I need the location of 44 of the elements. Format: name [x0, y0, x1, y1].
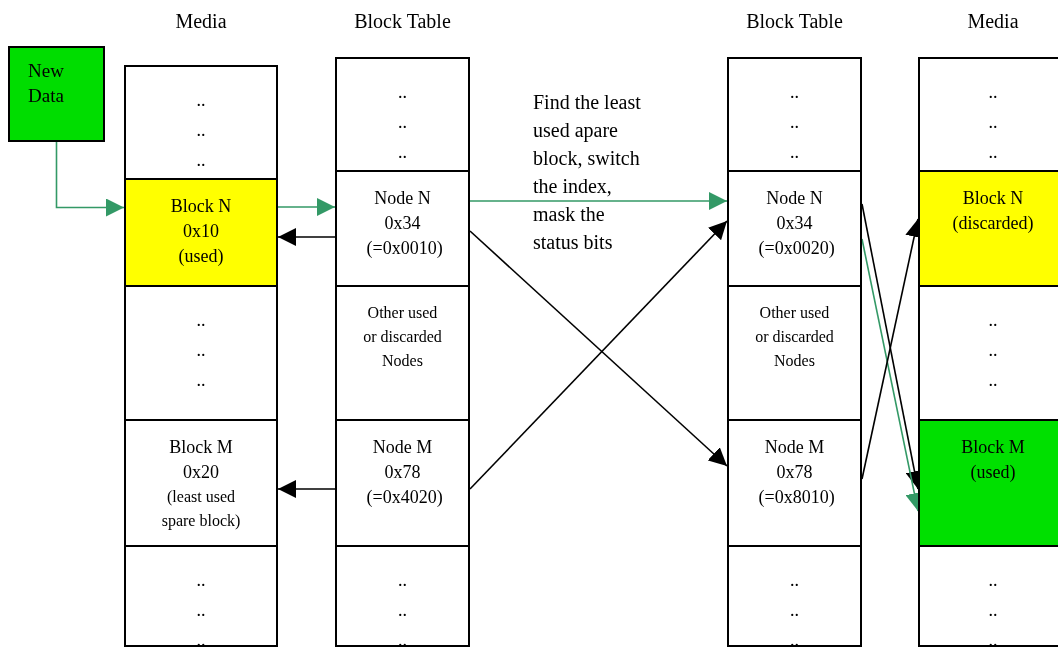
table-entry-cell — [335, 170, 470, 287]
cell-text: Block M (used) — [960, 436, 1026, 484]
arrow — [55, 141, 125, 217]
ellipsis-text: .. .. .. — [195, 309, 207, 392]
table-entry-cell — [727, 57, 862, 172]
ellipsis-text: .. .. .. — [789, 81, 800, 164]
table-entry-cell — [727, 545, 862, 647]
table-entry-cell — [335, 285, 470, 421]
arrow — [277, 480, 336, 498]
arrow — [277, 198, 336, 216]
ellipsis-text: .. .. .. — [397, 81, 408, 164]
note-text: Find the least used apare block, switch the index, mask the status bits — [533, 90, 642, 255]
ellipsis-text: .. .. .. — [987, 309, 999, 392]
box-text: New Data — [28, 59, 65, 108]
block-cell — [918, 419, 1058, 547]
table-entry-cell — [727, 419, 862, 547]
cell-text: Other used or discarded Nodes — [754, 303, 835, 371]
arrow — [277, 228, 336, 246]
table-entry-cell — [335, 545, 470, 647]
table-entry-cell — [727, 170, 862, 287]
ellipsis-text: .. .. .. — [987, 81, 999, 164]
column-heading: Block Table — [746, 10, 843, 33]
table-entry-cell — [335, 419, 470, 547]
block-cell — [124, 65, 278, 180]
block-cell — [918, 57, 1058, 172]
column-heading: Media — [967, 10, 1019, 33]
table-entry-cell — [335, 57, 470, 172]
arrow — [469, 192, 728, 210]
cell-text: Block M 0x20 — [168, 436, 234, 484]
block-cell — [124, 419, 278, 547]
cell-text: Block N (discarded) — [951, 187, 1035, 235]
block-cell — [124, 285, 278, 421]
data-box — [8, 46, 105, 142]
column-heading: Media — [175, 10, 227, 33]
cell-text: Block N 0x10 (used) — [169, 195, 233, 268]
ellipsis-text: .. .. .. — [195, 89, 207, 172]
block-cell — [918, 170, 1058, 287]
column-heading: Block Table — [354, 10, 451, 33]
block-cell — [124, 545, 278, 647]
block-cell — [124, 178, 278, 287]
table-entry-cell — [727, 285, 862, 421]
block-cell — [918, 545, 1058, 647]
cell-text: Other used or discarded Nodes — [362, 303, 443, 371]
cell-text: (least used spare block) — [160, 487, 242, 532]
